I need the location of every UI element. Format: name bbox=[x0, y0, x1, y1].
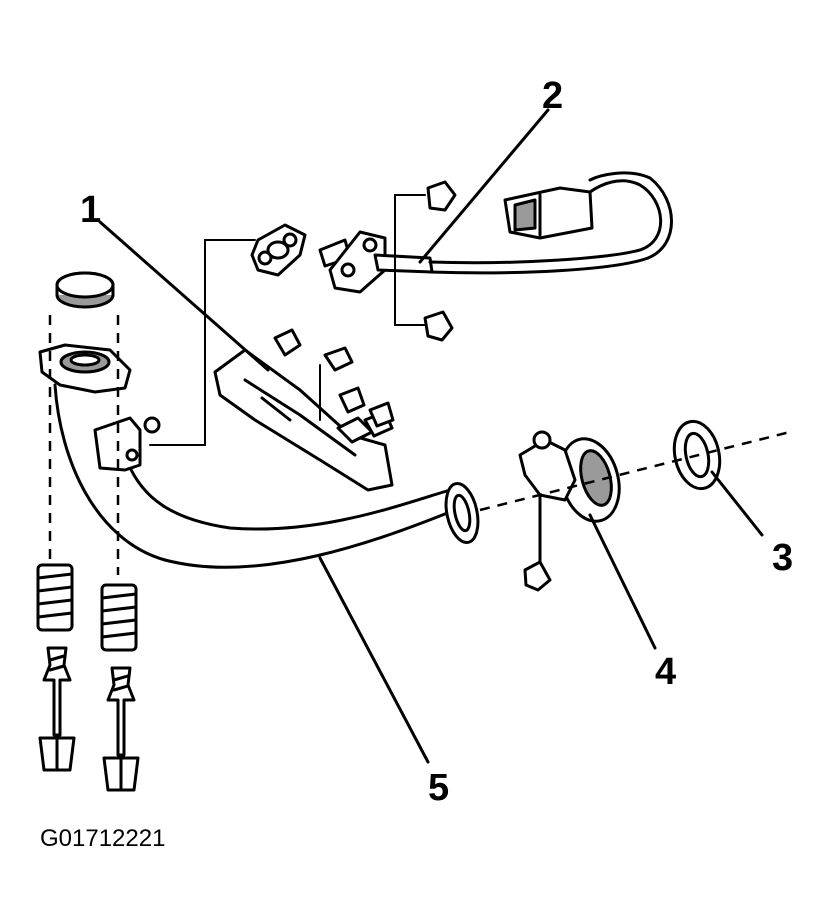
callout-3: 3 bbox=[772, 537, 793, 579]
nut bbox=[423, 310, 454, 342]
sensor-gasket bbox=[250, 223, 307, 277]
spring bbox=[36, 563, 74, 632]
nut bbox=[273, 328, 302, 357]
leader-line-4 bbox=[588, 513, 657, 650]
leader-line-3 bbox=[710, 470, 764, 537]
callout-1: 1 bbox=[80, 189, 101, 231]
exhaust-clamp bbox=[518, 430, 621, 592]
callout-5: 5 bbox=[428, 767, 449, 809]
nut bbox=[323, 346, 354, 372]
alignment-line bbox=[149, 239, 256, 446]
callout-4: 4 bbox=[655, 651, 676, 693]
leader-line-5 bbox=[318, 556, 430, 764]
nut bbox=[368, 401, 395, 428]
inlet-gasket bbox=[55, 271, 115, 309]
leader-line-1 bbox=[98, 220, 270, 372]
nut bbox=[338, 386, 366, 414]
alignment-line bbox=[394, 194, 426, 326]
heat-shield bbox=[213, 348, 394, 492]
bolt bbox=[102, 666, 140, 792]
bolt bbox=[38, 646, 76, 772]
figure-id: G01712221 bbox=[40, 825, 165, 852]
exhaust-pipe bbox=[38, 343, 480, 569]
oxygen-sensor bbox=[318, 171, 673, 294]
spring bbox=[100, 583, 138, 652]
leader-line-2 bbox=[418, 108, 550, 264]
callout-2: 2 bbox=[542, 75, 563, 117]
nut bbox=[426, 180, 457, 212]
